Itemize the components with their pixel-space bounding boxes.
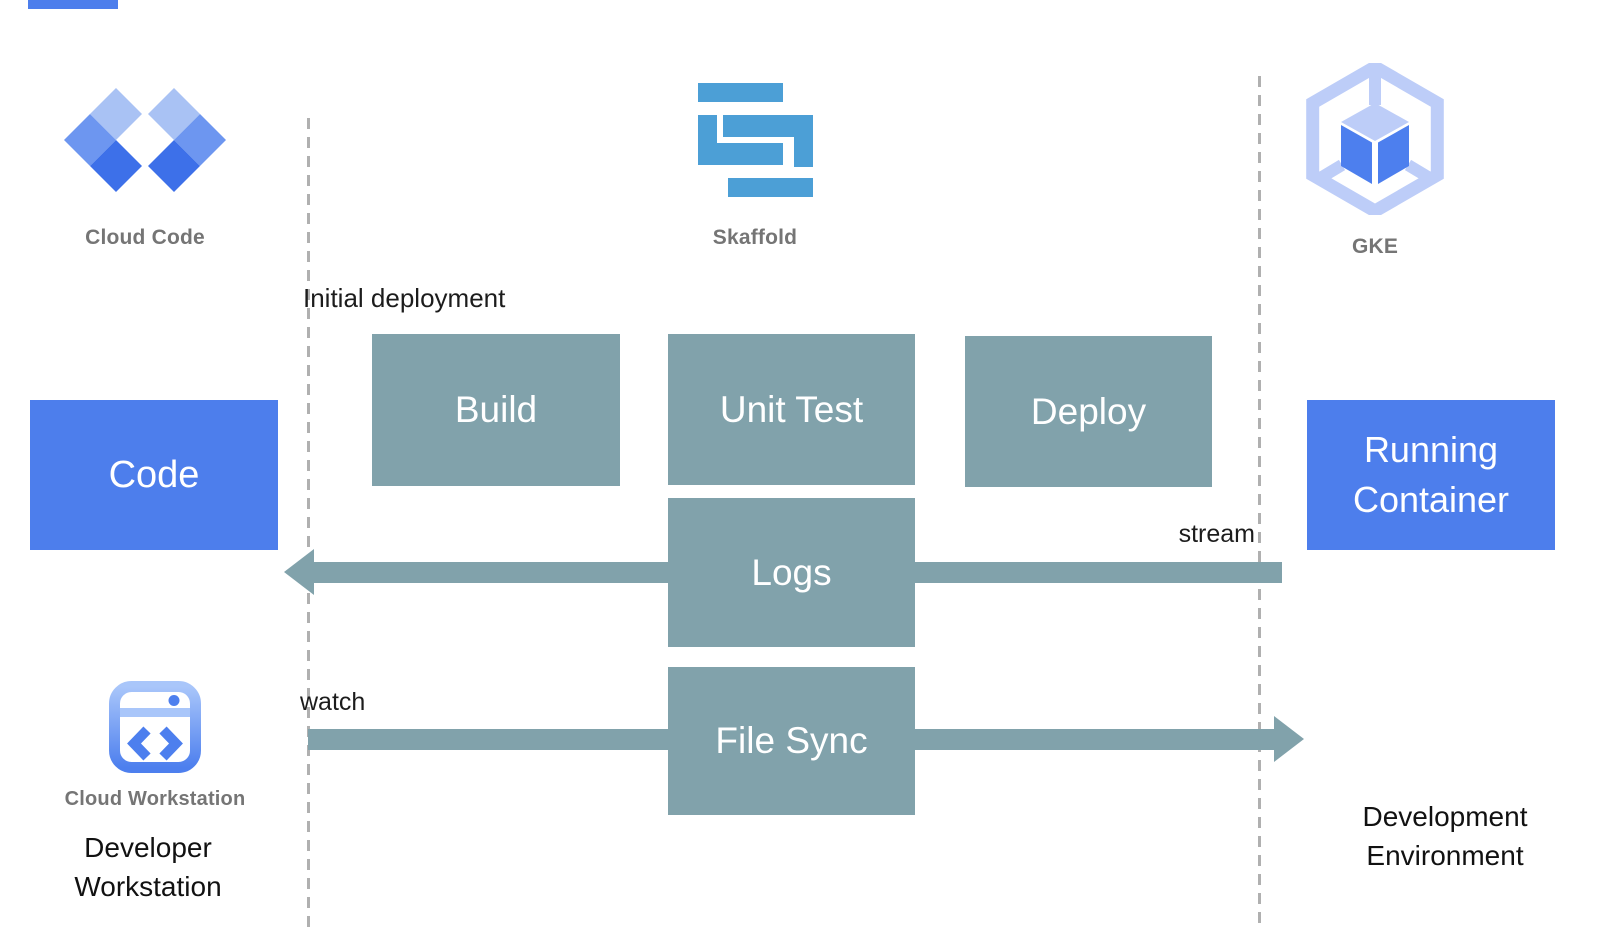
file-sync-arrowhead-icon <box>1274 716 1304 762</box>
running-container-box-label: Running Container <box>1352 429 1510 520</box>
file-sync-box-label: File Sync <box>715 720 868 761</box>
code-box: Code <box>30 400 278 550</box>
skaffold-icon <box>698 83 813 197</box>
deploy-box: Deploy <box>965 336 1212 487</box>
gke-logo: GKE <box>1275 63 1475 258</box>
cloud-code-icon <box>64 88 226 192</box>
logs-box-label: Logs <box>751 551 832 593</box>
deploy-box-label: Deploy <box>1030 390 1147 432</box>
running-container-box: Running Container <box>1307 400 1555 550</box>
logs-box: Logs <box>668 498 915 647</box>
lane-divider-left <box>307 118 310 930</box>
development-environment-label: Development Environment <box>1362 801 1528 871</box>
cloud-code-logo: Cloud Code <box>45 86 245 249</box>
unit-test-box: Unit Test <box>668 334 915 485</box>
cloud-workstation-icon <box>109 681 201 773</box>
stream-label: stream <box>1178 520 1255 548</box>
build-box-label: Build <box>454 389 538 430</box>
cloud-code-label: Cloud Code <box>85 226 205 249</box>
code-box-label: Code <box>108 454 200 496</box>
cropped-blue-strip <box>28 0 118 9</box>
gke-label: GKE <box>1351 235 1399 258</box>
cloud-workstation-logo: Cloud Workstation <box>55 680 255 810</box>
build-box: Build <box>372 334 620 486</box>
watch-label: watch <box>300 688 366 716</box>
lane-divider-right <box>1258 76 1261 930</box>
developer-workstation-label: Developer Workstation <box>74 832 222 902</box>
gke-icon <box>1306 63 1444 215</box>
logs-stream-arrowhead-icon <box>284 549 314 595</box>
initial-deployment-label: Initial deployment <box>303 283 506 313</box>
cloud-workstation-label: Cloud Workstation <box>64 788 246 810</box>
skaffold-logo: Skaffold <box>655 78 855 249</box>
unit-test-box-label: Unit Test <box>719 388 864 430</box>
skaffold-label: Skaffold <box>712 226 798 249</box>
file-sync-box: File Sync <box>668 667 915 815</box>
